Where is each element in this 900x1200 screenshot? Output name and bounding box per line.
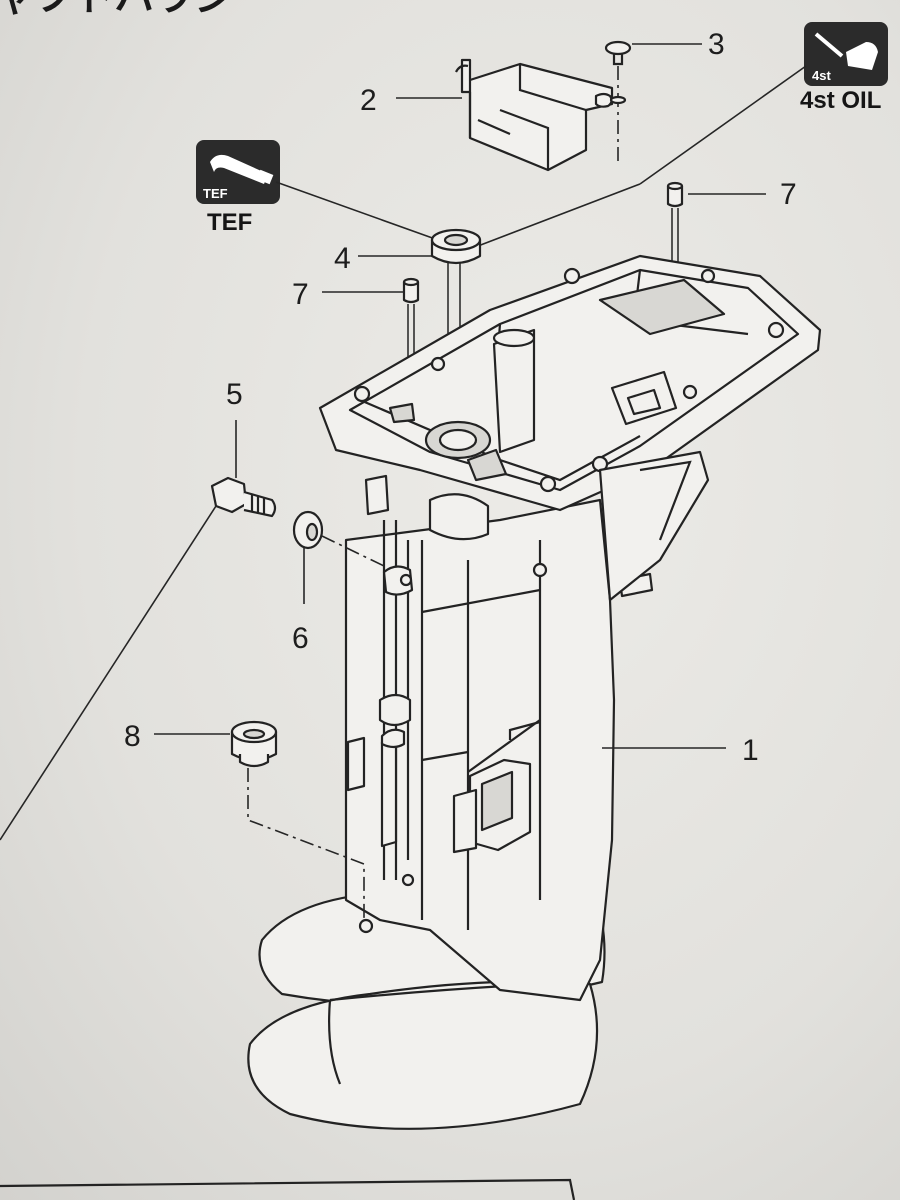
part-4-callout: 4: [334, 242, 351, 275]
part-6-washer: 6: [292, 510, 385, 655]
part-5-bolt: 5: [0, 378, 277, 841]
oil-inner-label: 4st: [812, 68, 831, 83]
part-6-callout: 6: [292, 622, 309, 655]
oil-leader-line-2: [477, 183, 641, 247]
part-1-callout: 1: [742, 734, 759, 767]
part-3-screw: 3: [604, 28, 725, 166]
oil-leader-line: [639, 65, 807, 185]
oil-caption: 4st OIL: [800, 87, 881, 114]
part-5-long-leader: [0, 505, 217, 841]
part-3-callout: 3: [708, 28, 725, 61]
tef-grease-badge: TEF TEF: [196, 140, 280, 236]
part-8-callout: 8: [124, 720, 141, 753]
four-stroke-oil-badge: 4st 4st OIL: [800, 22, 888, 114]
part-2-bracket: 2: [360, 58, 614, 172]
tef-caption: TEF: [207, 209, 252, 236]
part-8-drain-plug: 8: [124, 720, 365, 918]
grease-tube-icon: [210, 154, 274, 185]
tef-leader-line: [275, 181, 439, 241]
oil-can-icon: [814, 32, 878, 70]
part-7b-callout: 7: [780, 178, 797, 211]
tef-inner-label: TEF: [203, 186, 228, 201]
lower-frame-edge: [0, 1178, 576, 1200]
header-title-fragment: ャフトハウジ: [0, 0, 234, 20]
part-7a-callout: 7: [292, 278, 309, 311]
part-1-upper-casing: 1: [247, 254, 822, 1130]
part-2-callout: 2: [360, 84, 377, 117]
part-5-callout: 5: [226, 378, 243, 411]
